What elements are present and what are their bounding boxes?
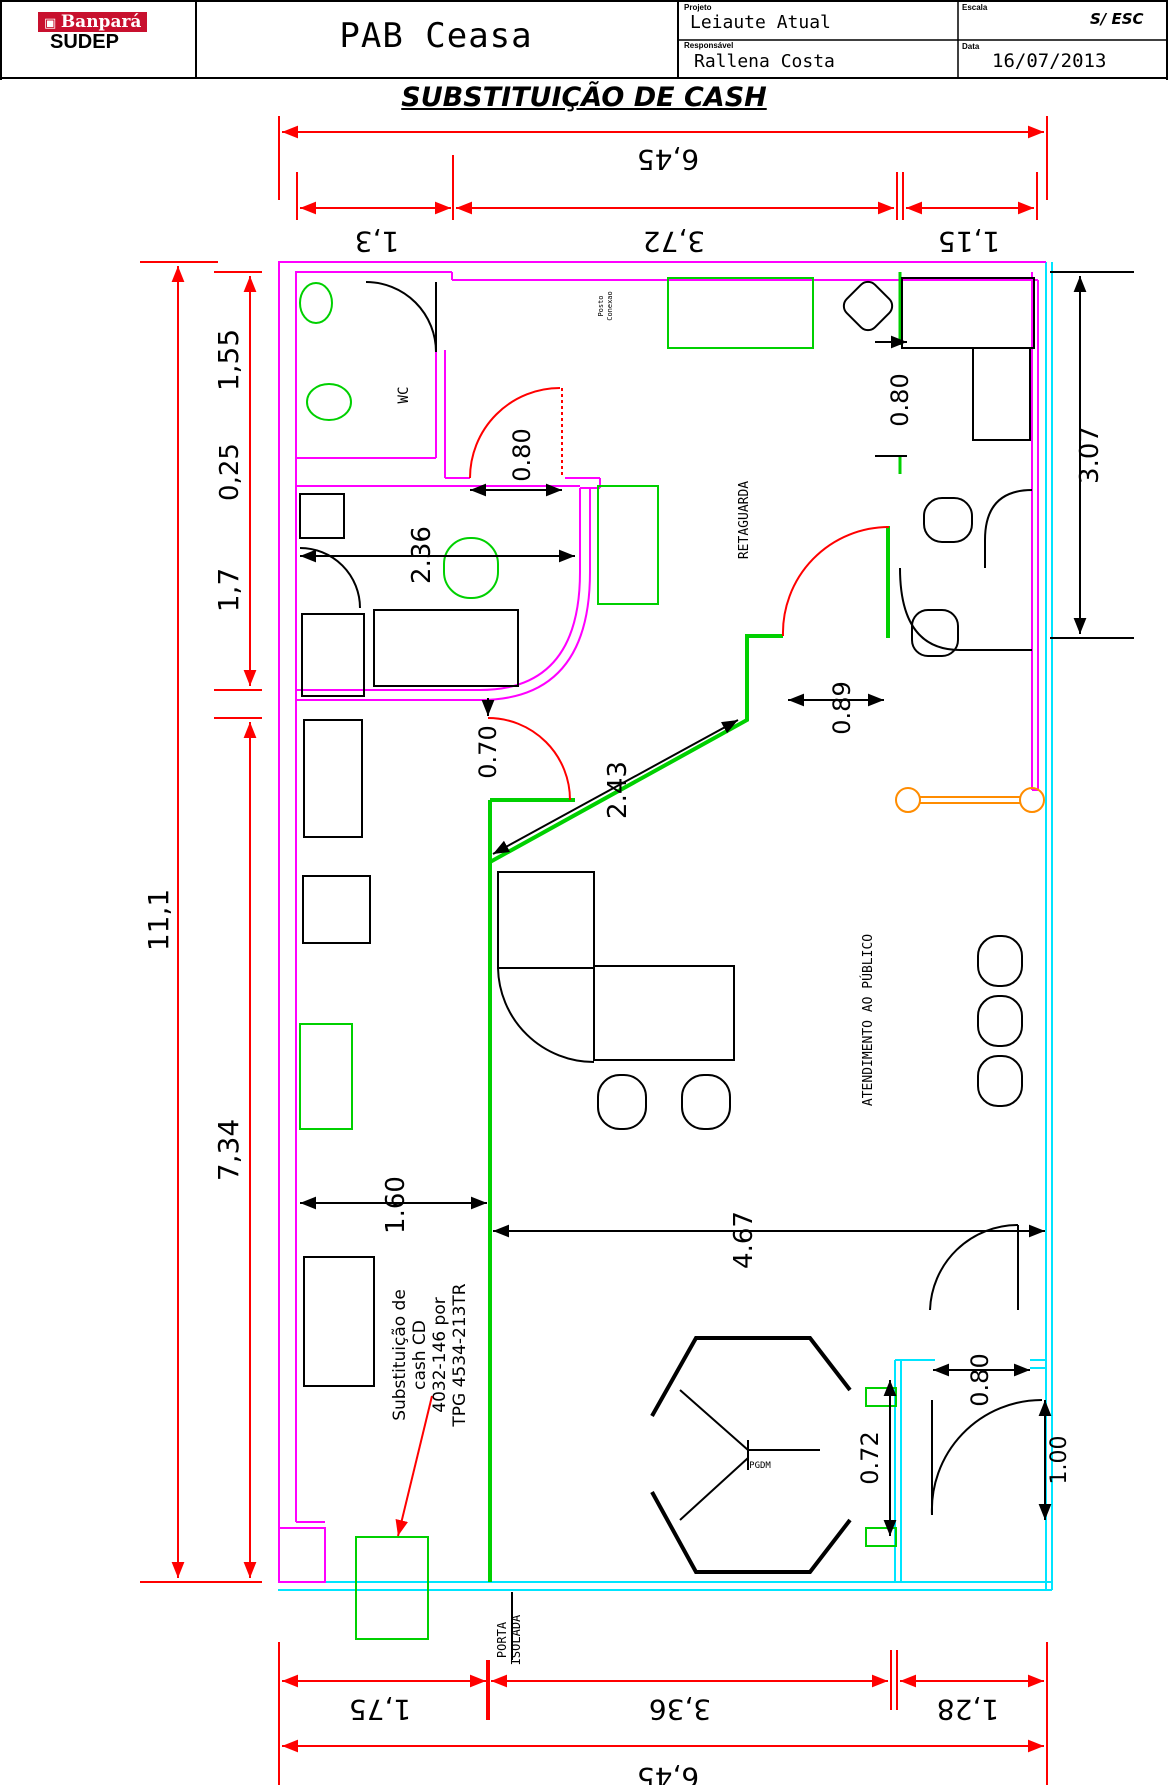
company-logo: ▣ Banpará SUDEP — [38, 12, 148, 53]
dim-bottom-left: 1,75 — [349, 1693, 411, 1726]
data-label: Data — [962, 42, 980, 51]
dim-width-236: 2.36 — [407, 526, 437, 584]
furniture — [299, 277, 1035, 1387]
replacement-note: Substituição de cash CD 4032-146 por TPG… — [390, 1283, 470, 1427]
dim-left-3: 1,7 — [212, 568, 245, 613]
dim-door-070: 0.70 — [474, 725, 502, 778]
dim-bottom-total: 6,45 — [637, 1761, 699, 1785]
dim-bottom-right: 1,28 — [937, 1693, 999, 1726]
label-pgdm: PGDM — [749, 1461, 771, 1471]
equipment — [299, 277, 897, 1640]
drawing-subtitle: SUBSTITUIÇÃO DE CASH — [401, 82, 767, 113]
dim-left-1: 1,55 — [212, 329, 245, 391]
dim-bottom-mid: 3,36 — [649, 1693, 711, 1726]
data-value: 16/07/2013 — [992, 50, 1107, 72]
dimension-left-parts — [214, 271, 262, 1583]
dim-right-307: 3.07 — [1075, 426, 1105, 484]
dimension-bottom-parts — [278, 1642, 1048, 1785]
dim-door-080-c: 0.80 — [966, 1353, 994, 1406]
pgdm-booth — [650, 1336, 852, 1574]
responsavel-label: Responsável — [684, 41, 734, 50]
dim-door-089: 0.89 — [828, 681, 856, 734]
dimension-top-total — [278, 116, 1048, 200]
green-partitions — [488, 272, 902, 1582]
dim-door-072: 0.72 — [856, 1431, 884, 1484]
dim-door-080-a: 0.80 — [508, 428, 536, 481]
label-porta: PORTA — [495, 1621, 509, 1658]
dim-door-080-b: 0.80 — [886, 373, 914, 426]
title-block-frame — [0, 0, 1168, 80]
responsavel-value: Rallena Costa — [694, 51, 835, 72]
projeto-label: Projeto — [684, 3, 712, 12]
company-name: Banpará — [60, 12, 142, 32]
dim-left-total: 11,1 — [142, 889, 175, 951]
label-wc: WC — [396, 387, 412, 404]
alarm-sensor — [895, 787, 1045, 813]
chairs — [597, 280, 1023, 1130]
note-line-1: Substituição de — [390, 1289, 410, 1421]
dim-top-left: 1,3 — [355, 225, 400, 258]
dim-top-mid: 3,72 — [643, 225, 705, 258]
note-line-3: 4032-146 por — [430, 1297, 450, 1412]
interior-walls — [278, 261, 1046, 1583]
label-retaguarda: RETAGUARDA — [737, 481, 752, 559]
room-labels: WC RETAGUARDA ATENDIMENTO AO PÚBLICO PGD… — [396, 291, 876, 1665]
dim-left-2: 0,25 — [215, 443, 245, 501]
escala-value: S/ ESC — [1090, 10, 1144, 28]
dim-top-total: 6,45 — [637, 143, 699, 176]
dim-width-160: 1.60 — [381, 1176, 411, 1234]
dim-width-467: 4.67 — [729, 1211, 759, 1269]
dimension-labels: 6,45 1,3 3,72 1,15 1,75 3,36 1,28 6,45 1… — [142, 143, 1105, 1785]
exterior-walls — [278, 262, 1053, 1591]
dim-door-100: 1.00 — [1047, 1436, 1072, 1485]
dimension-left-total — [140, 261, 218, 1583]
label-atendimento: ATENDIMENTO AO PÚBLICO — [860, 934, 876, 1106]
inner-dimensions — [300, 271, 1134, 1660]
logo-badge: ▣ Banpará — [38, 12, 148, 32]
label-posto-1: Posto — [597, 295, 605, 316]
note-line-4: TPG 4534-213TR — [450, 1283, 470, 1427]
dim-top-right: 1,15 — [938, 225, 1000, 258]
note-line-2: cash CD — [410, 1320, 430, 1390]
dim-diag-243: 2.43 — [603, 761, 633, 819]
projeto-value: Leiaute Atual — [690, 12, 831, 33]
dimension-top-parts — [296, 155, 1038, 220]
dim-left-4: 7,34 — [212, 1119, 245, 1181]
escala-label: Escala — [962, 3, 988, 12]
drawing-title: PAB Ceasa — [339, 16, 533, 56]
label-isolada: ISOLADA — [509, 1614, 523, 1665]
label-posto-2: Conexao — [606, 291, 614, 321]
department-name: SUDEP — [50, 31, 119, 53]
